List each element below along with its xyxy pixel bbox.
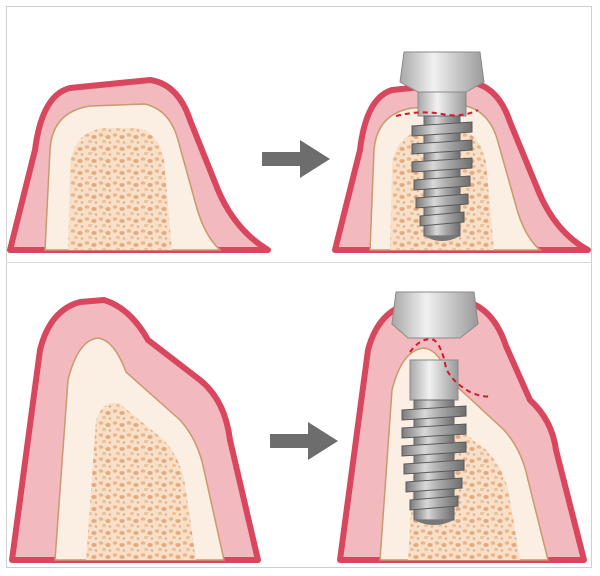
implant-bottom xyxy=(391,291,479,525)
dashed-line-top xyxy=(395,109,479,117)
arrow-right-icon xyxy=(262,140,330,178)
panel-divider xyxy=(6,262,592,263)
spongy-bone-top-left xyxy=(68,128,172,250)
implant-top xyxy=(399,51,485,241)
panel-bottom-right xyxy=(337,291,587,563)
spongy-bone-bottom-left xyxy=(86,402,196,560)
implant-collar-bottom xyxy=(409,359,459,401)
abutment-top xyxy=(399,51,485,93)
arrow-right-icon xyxy=(270,422,338,460)
panel-bottom-left xyxy=(9,297,261,563)
abutment-bottom xyxy=(391,291,479,339)
panel-top-right xyxy=(332,51,591,253)
panel-top-left xyxy=(7,77,271,253)
dashed-line-bottom xyxy=(409,338,491,398)
